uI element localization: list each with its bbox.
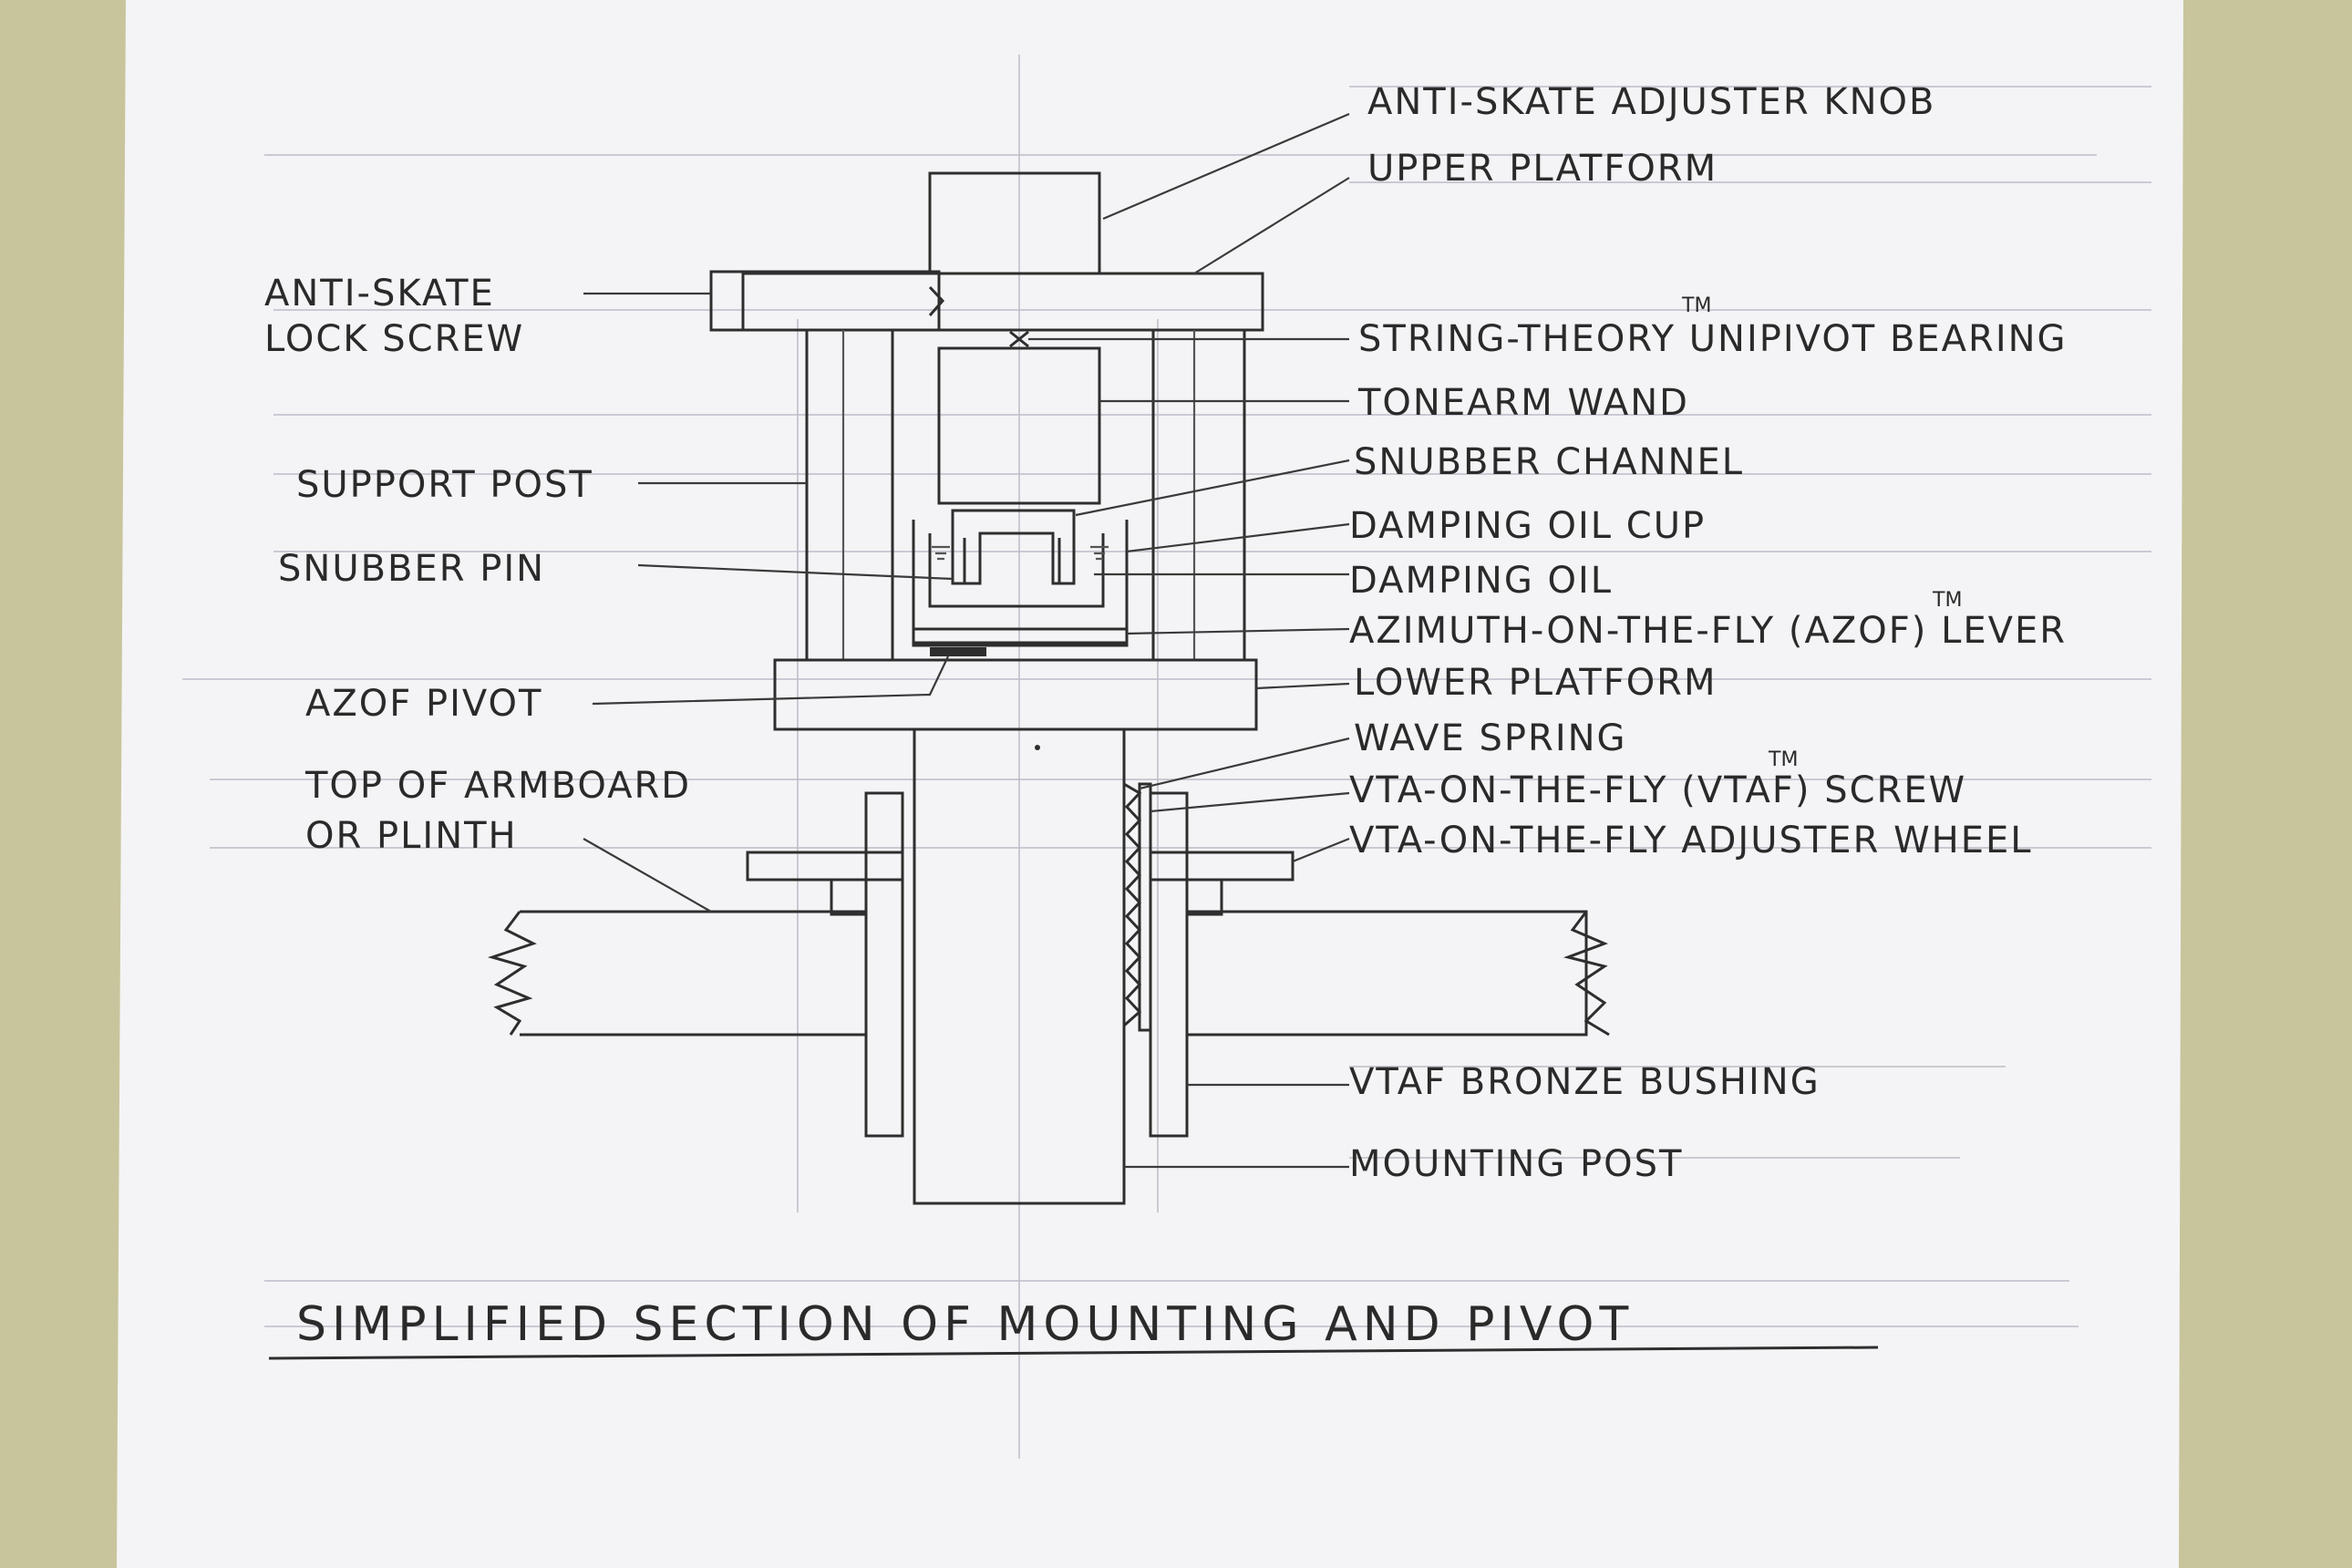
label-anti-skate-line2: LOCK SCREW — [264, 318, 524, 360]
label-tonearm-wand: TONEARM WAND — [1357, 382, 1689, 424]
azof-lever — [912, 627, 1129, 647]
label-armboard-line1: TOP OF ARMBOARD — [304, 765, 691, 807]
bronze-bushing-right — [1149, 791, 1189, 1138]
mounting-pivot-section — [487, 171, 1610, 1205]
damping-oil — [932, 545, 1109, 561]
snubber-pin — [928, 533, 1105, 608]
label-damping-oil-cup: DAMPING OIL CUP — [1349, 505, 1706, 547]
armboard-left — [487, 910, 868, 1037]
flange-spacer-right — [1185, 878, 1223, 916]
label-wave-spring: WAVE SPRING — [1354, 717, 1627, 759]
label-anti-skate-adjuster-knob: ANTI-SKATE ADJUSTER KNOB — [1367, 81, 1935, 123]
label-azof-lever: AZIMUTH-ON-THE-FLY (AZOF) LEVER — [1349, 610, 2067, 652]
post-center-mark — [1035, 745, 1040, 750]
flange-spacer-left — [830, 878, 868, 916]
mounting-post — [913, 727, 1126, 1205]
unipivot-bearing — [1009, 330, 1029, 348]
label-unipivot-bearing: STRING-THEORY UNIPIVOT BEARING — [1358, 318, 2068, 360]
right-labels: ANTI-SKATE ADJUSTER KNOB UPPER PLATFORM … — [1349, 81, 2068, 1185]
tonearm-wand — [937, 346, 1101, 505]
label-armboard-line2: OR PLINTH — [305, 815, 518, 857]
label-lower-platform: LOWER PLATFORM — [1354, 662, 1718, 704]
label-upper-platform: UPPER PLATFORM — [1367, 148, 1718, 190]
bushing-flange-left — [746, 851, 904, 882]
trademark-vtaf: TM — [1768, 748, 1798, 771]
label-support-post: SUPPORT POST — [296, 464, 593, 506]
left-labels: ANTI-SKATE LOCK SCREW SUPPORT POST SNUBB… — [264, 273, 691, 857]
anti-skate-lock-screw — [709, 270, 945, 332]
label-azof-pivot: AZOF PIVOT — [305, 683, 542, 725]
label-anti-skate-line1: ANTI-SKATE — [264, 273, 495, 315]
azof-pivot — [930, 647, 986, 656]
label-vtaf-bronze-bushing: VTAF BRONZE BUSHING — [1349, 1061, 1821, 1103]
snubber-channel — [951, 509, 1076, 585]
title-underline — [268, 1346, 1879, 1360]
armboard-right — [1187, 910, 1610, 1037]
label-snubber-pin: SNUBBER PIN — [278, 548, 545, 590]
label-vtaf-adjuster-wheel: VTA-ON-THE-FLY ADJUSTER WHEEL — [1349, 820, 2033, 861]
trademark-unipivot: TM — [1681, 294, 1711, 317]
label-damping-oil: DAMPING OIL — [1349, 560, 1613, 602]
label-vtaf-screw: VTA-ON-THE-FLY (VTAF) SCREW — [1349, 769, 1966, 811]
label-mounting-post: MOUNTING POST — [1349, 1143, 1684, 1185]
drawing-title: SIMPLIFIED SECTION OF MOUNTING AND PIVOT — [296, 1297, 1634, 1352]
trademark-azof: TM — [1932, 589, 1962, 612]
label-snubber-channel: SNUBBER CHANNEL — [1354, 441, 1744, 483]
leader-lines — [583, 112, 1350, 1169]
